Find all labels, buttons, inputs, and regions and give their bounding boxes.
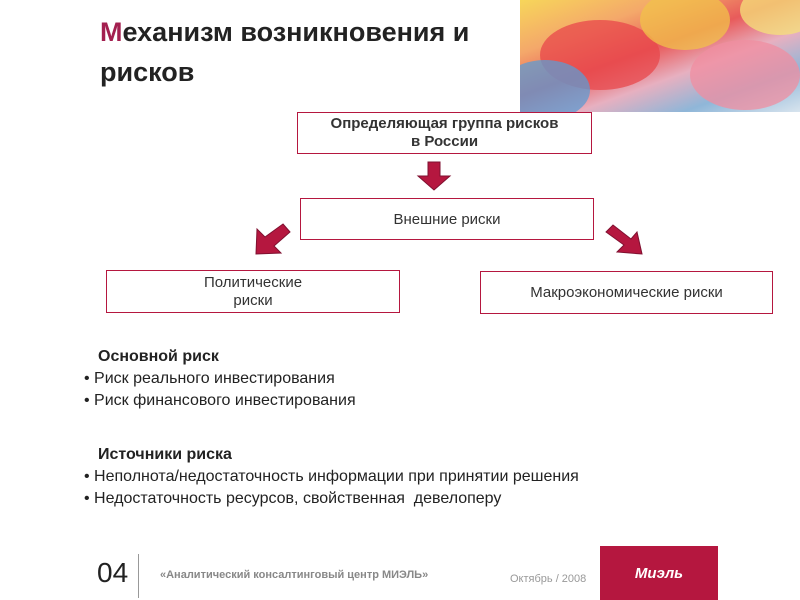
footer-divider (138, 554, 139, 598)
external-risks-box: Внешние риски (300, 198, 594, 240)
down-right-arrow-icon (605, 224, 643, 255)
title-line1: еханизм возникновения и (122, 17, 470, 47)
down-arrow-icon (416, 161, 452, 191)
footer-date: Октябрь / 2008 (510, 573, 587, 585)
main-risk-heading: Основной риск (98, 348, 219, 365)
footer-organization: «Аналитический консалтинговый центр МИЭЛ… (160, 569, 429, 581)
list-item: Неполнота/недостаточность информации при… (84, 466, 579, 488)
macroeconomic-risks-label: Макроэкономические риски (530, 284, 723, 301)
list-item: Риск финансового инвестирования (84, 390, 356, 412)
logo-text: Миэль (634, 564, 684, 582)
top-risk-box: Определяющая группа рисков в России (297, 112, 592, 154)
title-first-letter: М (100, 17, 123, 47)
external-risks-label: Внешние риски (393, 210, 501, 228)
political-risks-box: Политические риски (106, 270, 400, 313)
watercolor-image (520, 0, 800, 112)
risk-sources-heading: Источники риска (98, 446, 232, 463)
slide-title: Механизм возникновения и рисков (100, 12, 620, 92)
list-item: Риск реального инвестирования (84, 368, 356, 390)
top-risk-label: Определяющая группа рисков в России (330, 115, 559, 150)
title-line2: рисков (100, 57, 195, 87)
list-item: Недостаточность ресурсов, свойственная д… (84, 488, 579, 510)
down-left-arrow-icon (255, 223, 291, 255)
page-number: 04 (97, 557, 129, 588)
company-logo: Миэль (600, 546, 718, 600)
macroeconomic-risks-box: Макроэкономические риски (480, 271, 773, 314)
risk-sources-section: Источники риска Неполнота/недостаточност… (84, 444, 579, 510)
main-risk-section: Основной риск Риск реального инвестирова… (84, 346, 356, 412)
political-risks-label: Политические риски (203, 273, 303, 309)
